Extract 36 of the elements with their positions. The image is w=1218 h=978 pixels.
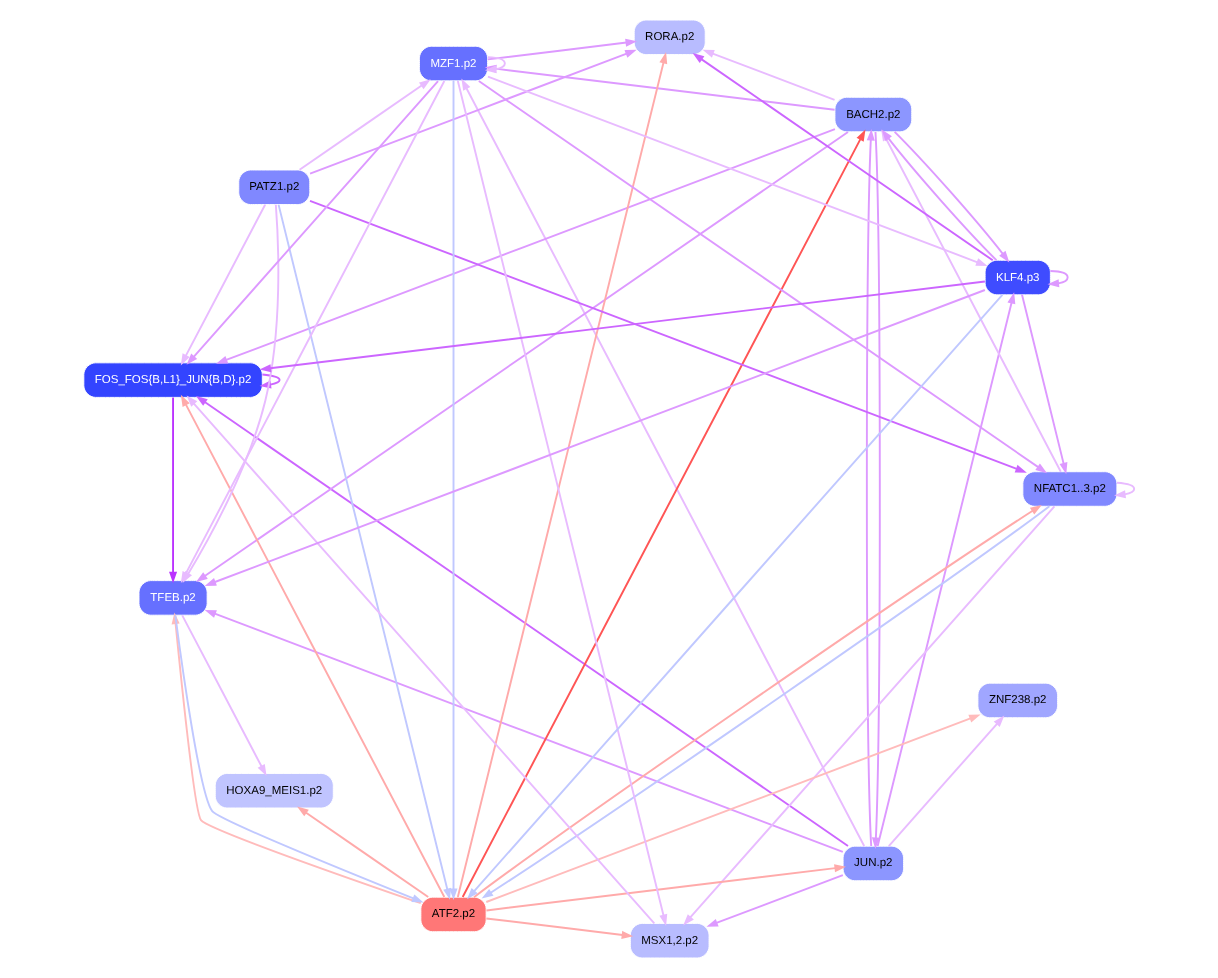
arrow bbox=[486, 38, 638, 61]
arrow bbox=[1114, 481, 1136, 499]
arrow bbox=[309, 49, 637, 175]
arrow bbox=[204, 609, 844, 853]
arrow bbox=[169, 396, 178, 584]
arrow bbox=[449, 80, 458, 900]
arrow bbox=[195, 131, 849, 583]
arrow bbox=[186, 395, 656, 925]
arrow bbox=[180, 203, 267, 366]
arrow bbox=[298, 79, 431, 171]
arrow bbox=[297, 806, 430, 898]
arrow bbox=[277, 203, 452, 900]
arrow bbox=[485, 917, 634, 939]
arrow bbox=[865, 128, 875, 847]
arrow bbox=[876, 292, 1016, 847]
arrow bbox=[485, 714, 981, 903]
arrow bbox=[259, 280, 986, 373]
arrow bbox=[702, 49, 836, 101]
arrow bbox=[706, 874, 844, 927]
arrow bbox=[485, 864, 846, 912]
arrow bbox=[893, 130, 1010, 263]
arrow bbox=[204, 289, 986, 586]
arrow bbox=[309, 199, 1027, 473]
arrow bbox=[692, 53, 994, 262]
arrow bbox=[186, 80, 439, 365]
arrow bbox=[1047, 270, 1069, 288]
arrow bbox=[195, 395, 849, 847]
arrow bbox=[487, 75, 988, 267]
arrow bbox=[683, 505, 1056, 926]
arrow bbox=[181, 614, 267, 776]
arrow bbox=[477, 80, 1048, 474]
arrow bbox=[1021, 293, 1068, 475]
arrow bbox=[466, 293, 1004, 900]
arrow bbox=[871, 131, 881, 850]
arrow bbox=[887, 715, 1005, 847]
arrow bbox=[216, 128, 836, 364]
